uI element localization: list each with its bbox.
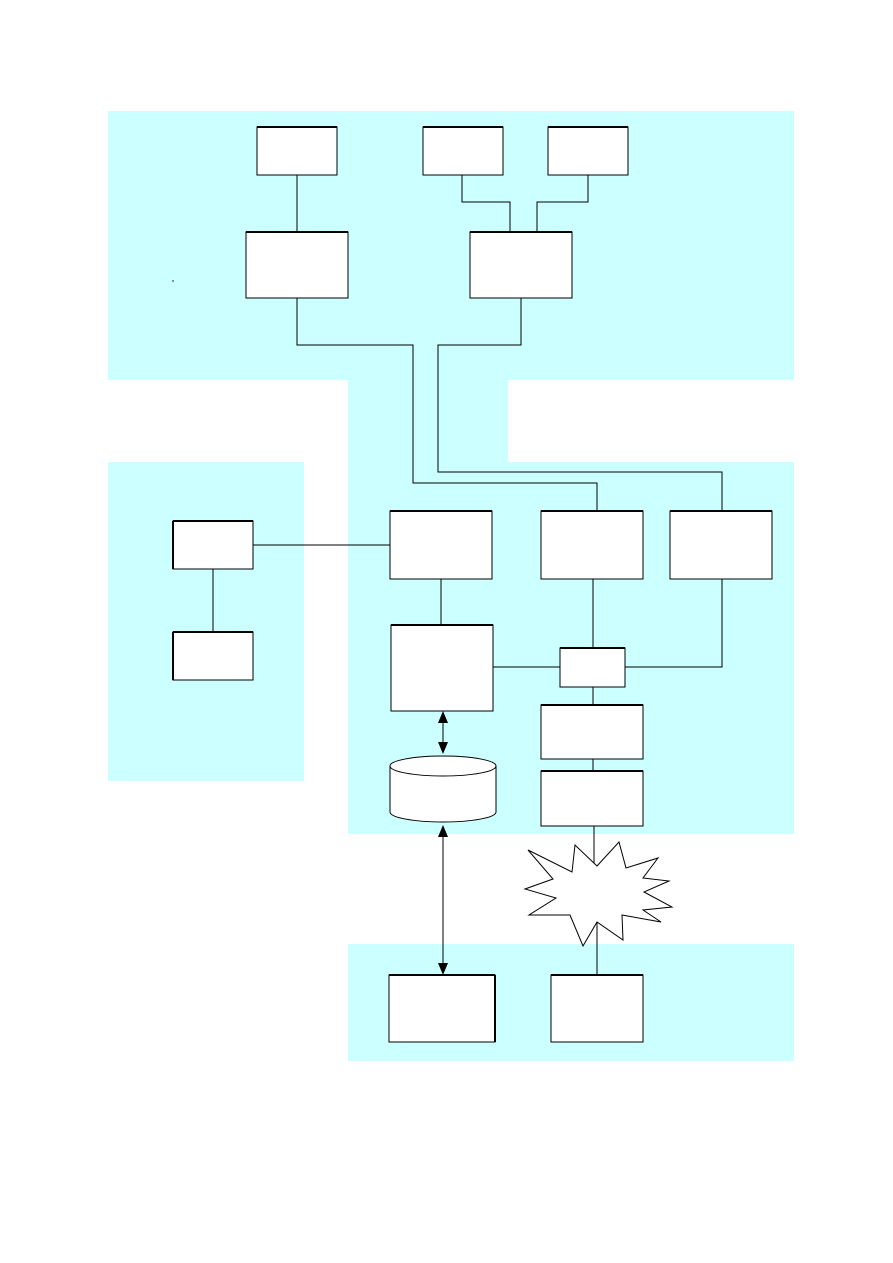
node-box: [550, 974, 644, 1043]
node-box: [547, 126, 629, 176]
node-box: [389, 510, 493, 580]
arrows: [438, 711, 448, 975]
node-box: [469, 231, 573, 299]
connector-left-trunk: [296, 298, 598, 511]
connector-right-to-hub: [625, 579, 723, 668]
arrow-head-up: [438, 825, 448, 837]
dot-mark: [172, 280, 174, 282]
node-box: [172, 520, 254, 570]
connector-right-trunk: [437, 298, 723, 511]
connector-top-merge-b: [536, 175, 589, 232]
zone-left: [108, 462, 304, 781]
database-cylinder: [389, 755, 497, 823]
node-box: [540, 770, 644, 827]
arrow-head-down: [438, 963, 448, 975]
nodes: [172, 126, 773, 1043]
arrow-head-down: [438, 742, 448, 754]
node-box: [172, 631, 254, 681]
node-box: [422, 126, 504, 176]
connector-top-merge-a: [461, 175, 511, 232]
node-box: [669, 510, 773, 580]
connectors: [212, 175, 723, 975]
node-box: [540, 510, 644, 580]
node-box: [256, 126, 338, 176]
node-box: [388, 974, 496, 1043]
network-burst: [523, 840, 674, 948]
node-box: [390, 624, 494, 712]
arrow-head-up: [438, 711, 448, 723]
zones: [108, 111, 794, 1061]
node-box: [540, 704, 644, 760]
node-hub: [559, 647, 626, 688]
zone-top-stem: [348, 378, 508, 464]
node-box: [245, 231, 349, 299]
